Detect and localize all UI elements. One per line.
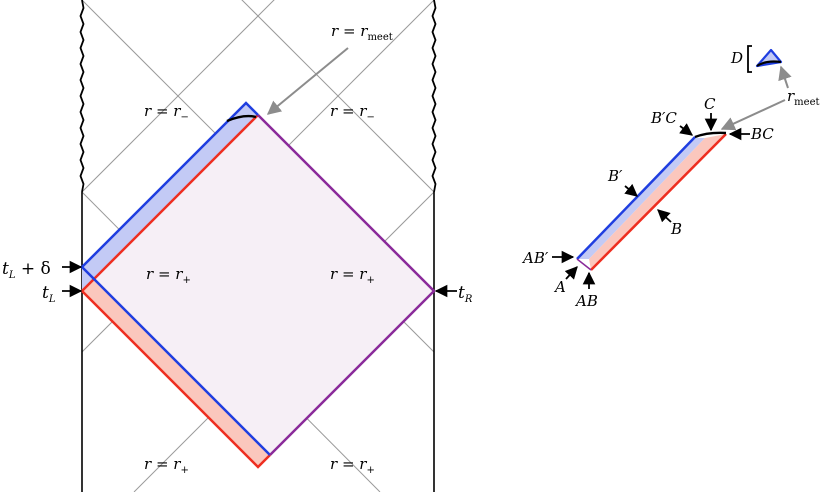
label-r-meet-main: r = rmeet	[331, 22, 393, 43]
red-edge-lower	[81, 290, 271, 469]
label-BC: BC	[750, 125, 774, 143]
arrow-A	[564, 266, 578, 280]
label-AB: AB	[574, 292, 598, 310]
zoom-D-bracket	[747, 45, 752, 73]
purple-edge	[257, 114, 436, 456]
label-r-meet-side: rmeet	[787, 87, 820, 108]
arrow-r-meet-main	[266, 47, 349, 115]
blue-edge	[80, 101, 271, 456]
label-B: B	[670, 220, 682, 238]
arrow-r-meet-left	[720, 99, 786, 131]
label-r-minus-right: r = r−	[330, 102, 375, 123]
label-r-minus-left: r = r−	[144, 102, 189, 123]
label-A: A	[553, 278, 566, 296]
zoom-D-curve	[756, 60, 782, 67]
right-singularity	[431, 0, 437, 193]
red-edge-upper	[81, 114, 259, 292]
zoom-red-edge	[590, 133, 727, 271]
label-BpC: B′C	[650, 109, 677, 127]
label-tL-delta: tL + δ	[2, 259, 51, 281]
arrow-Bp	[624, 183, 638, 197]
arrow-r-meet-up	[778, 65, 792, 89]
label-r-plus-bot-left: r = r+	[144, 455, 189, 476]
label-r-plus-bot-right: r = r+	[330, 455, 375, 476]
label-D: D	[730, 49, 743, 67]
zoom-meet-curve	[694, 131, 727, 139]
red-strip	[82, 279, 270, 467]
blue-strip	[82, 103, 258, 291]
meet-curve	[226, 114, 257, 123]
zoom-blue-strip	[577, 138, 705, 259]
purple-region	[82, 115, 434, 467]
arrow-B	[657, 209, 672, 223]
label-tL: tL	[42, 283, 56, 305]
label-Bp: B′	[607, 167, 623, 185]
label-ABp: AB′	[521, 249, 549, 267]
label-r-plus-mid-right: r = r+	[330, 265, 375, 286]
zoom-diagram	[576, 45, 783, 271]
label-r-plus-mid-left: r = r+	[146, 265, 191, 286]
label-tR: tR	[458, 283, 473, 305]
zoom-blue-edge	[576, 136, 696, 260]
label-C: C	[704, 95, 716, 113]
left-singularity	[79, 0, 85, 193]
arrow-BpC	[679, 123, 694, 136]
zoom-purple-edge	[576, 258, 592, 271]
